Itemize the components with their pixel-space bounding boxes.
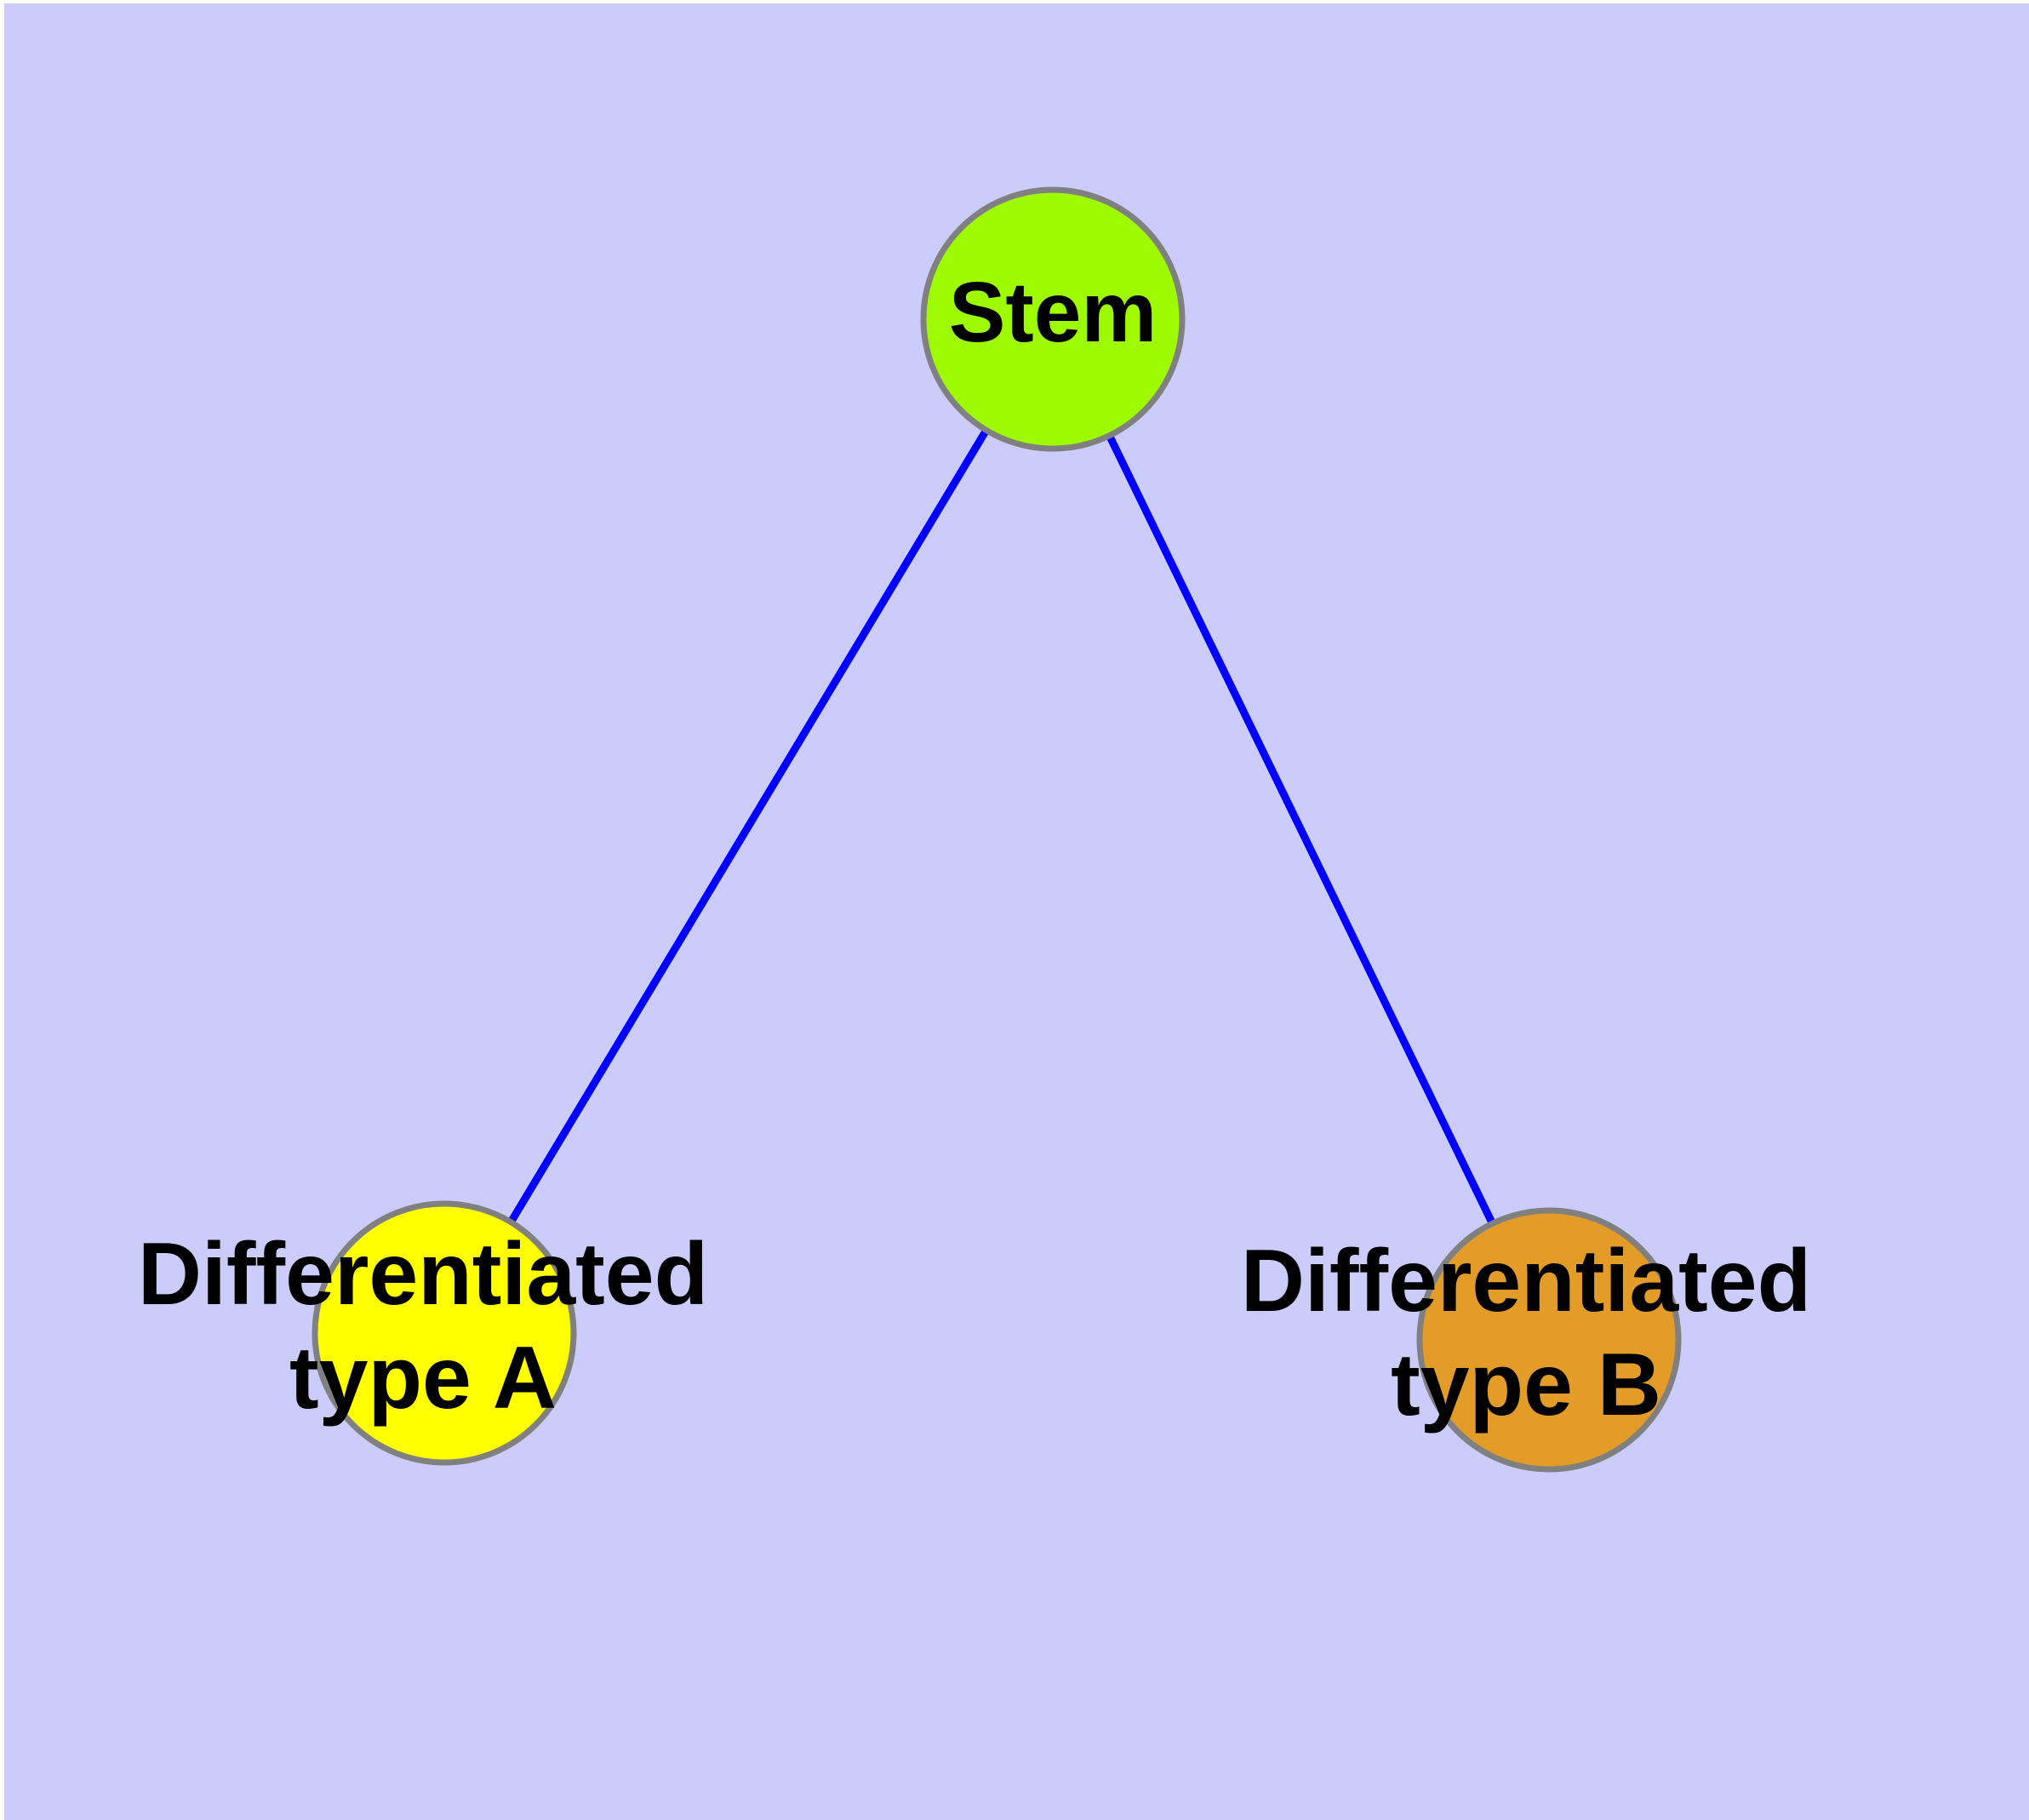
edges-group	[507, 428, 1496, 1226]
node-stem[interactable]	[920, 186, 1186, 452]
node-diff_b[interactable]	[1416, 1207, 1682, 1473]
node-circle-diff_a[interactable]	[311, 1200, 577, 1466]
node-diff_a[interactable]	[311, 1200, 577, 1466]
edge-stem-diff_a[interactable]	[507, 428, 990, 1224]
node-circle-stem[interactable]	[920, 186, 1186, 452]
node-label-line: Stem	[949, 265, 1157, 360]
node-label-line: type B	[1391, 1336, 1661, 1434]
node-label-line: type A	[289, 1329, 557, 1428]
node-label-line: Differentiated	[1241, 1232, 1811, 1331]
node-circle-diff_b[interactable]	[1416, 1207, 1682, 1473]
node-label-line: Differentiated	[138, 1225, 708, 1324]
node-label-stem: Stem	[949, 265, 1157, 360]
edge-stem-diff_b[interactable]	[1106, 433, 1496, 1226]
